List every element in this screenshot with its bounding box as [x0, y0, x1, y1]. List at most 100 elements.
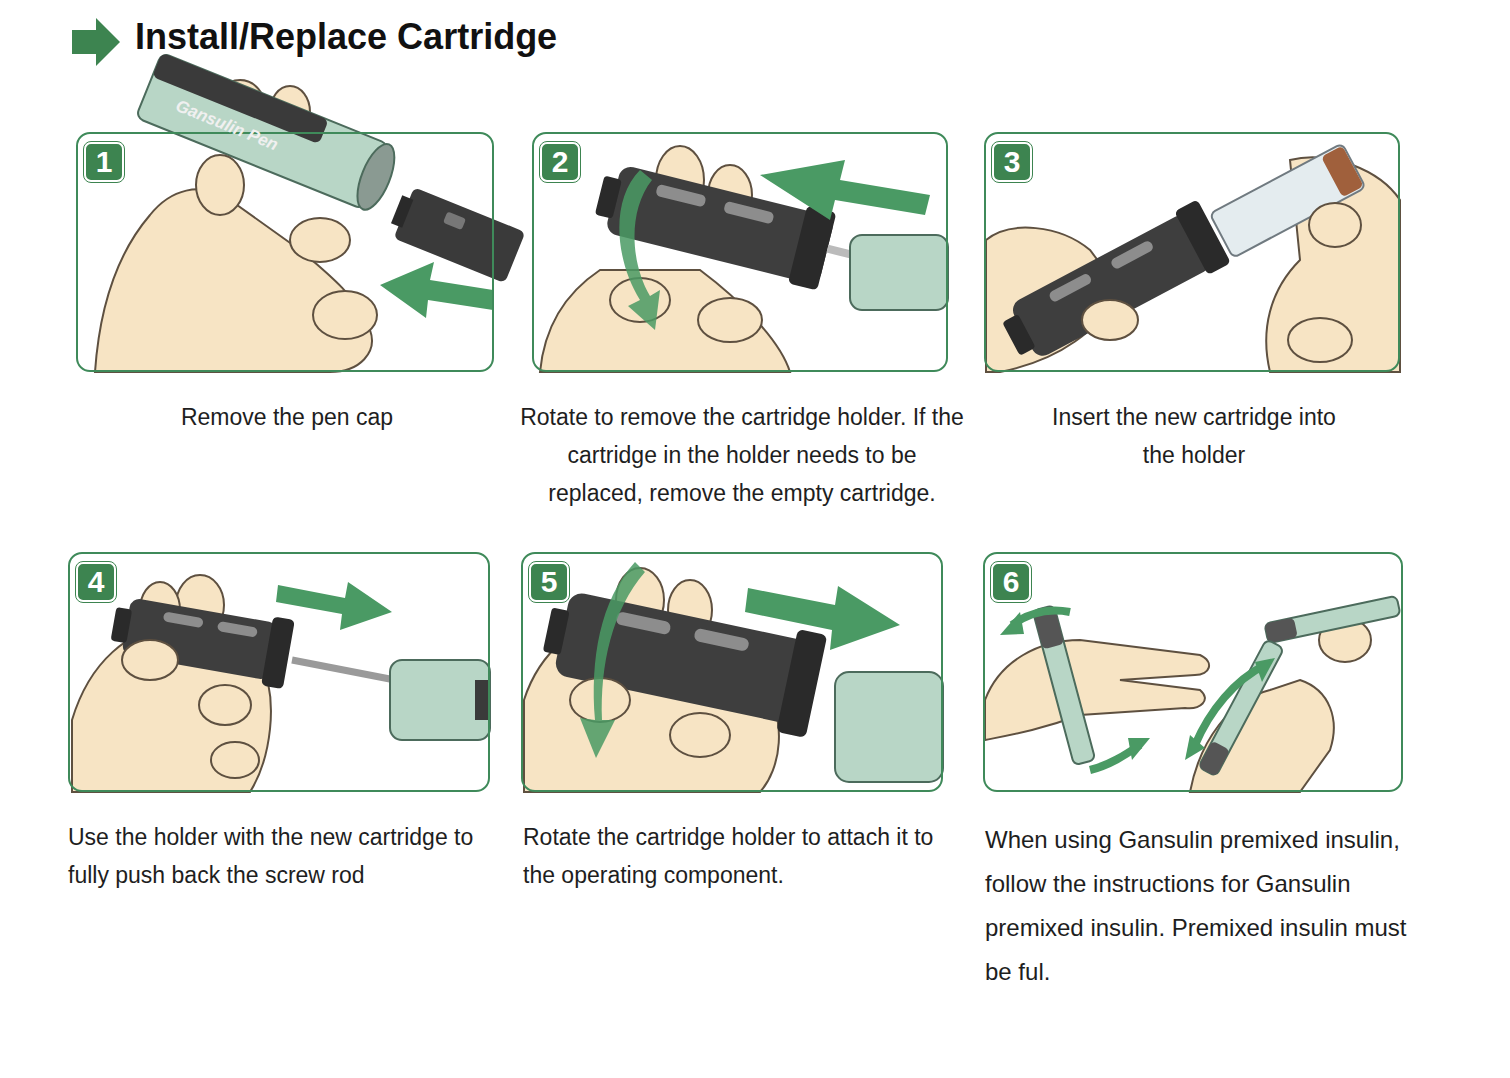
arrow-part [745, 586, 900, 650]
step-panel: 4Use the holder with the new cartridge t… [68, 552, 490, 792]
insulin-cartridge [1210, 143, 1366, 258]
insulin-pen-part-part [1198, 639, 1284, 776]
insulin-cartridge-part [1210, 143, 1366, 258]
hand-part [670, 713, 730, 757]
step-panel: 5Rotate the cartridge holder to attach i… [521, 552, 943, 792]
hand-part [199, 685, 251, 725]
diagram-title: Install/Replace Cartridge [135, 16, 557, 58]
cartridge-holder-part [261, 616, 295, 689]
arrow [1012, 611, 1265, 770]
arrowhead-part [1000, 612, 1024, 635]
arrowhead [1000, 612, 1275, 760]
insulin-pen-part [1264, 596, 1400, 644]
title-arrow [72, 18, 120, 66]
step-number: 6 [991, 562, 1031, 602]
pen-body [386, 184, 525, 283]
insulin-pen-part-part [1033, 605, 1096, 765]
cartridge-holder-part [655, 184, 706, 208]
pen-body-part [394, 187, 526, 283]
step-number: 2 [540, 142, 580, 182]
hand-part [540, 270, 790, 372]
hand [1082, 203, 1361, 362]
hand-part [95, 189, 372, 372]
insulin-pen-part-part [1198, 741, 1230, 777]
step-caption: Insert the new cartridge into the holder [1036, 398, 1352, 474]
hand-part [290, 218, 350, 262]
step-panel: 6When using Gansulin premixed insulin, f… [983, 552, 1403, 792]
arrow-part [1195, 665, 1265, 745]
step-caption: Rotate to remove the cartridge holder. I… [520, 398, 964, 512]
cartridge-holder-part [1110, 239, 1155, 270]
step-number: 3 [992, 142, 1032, 182]
screw-rod-part [292, 660, 395, 680]
hand [122, 640, 259, 778]
arrow [580, 562, 900, 758]
hand-part [1288, 318, 1352, 362]
arrow-part [760, 160, 930, 220]
cartridge-holder-part [615, 611, 672, 635]
screw-rod [292, 660, 395, 680]
step-caption: Use the holder with the new cartridge to… [68, 818, 498, 894]
insulin-pen-part [1198, 639, 1284, 776]
arrow-part [619, 170, 660, 330]
hand-part [122, 640, 178, 680]
cartridge-holder [107, 589, 294, 689]
step-number: 1 [84, 142, 124, 182]
step-panel: 1Remove the pen cap [76, 132, 494, 372]
operating-component-part [850, 235, 948, 310]
pen-cap-part [136, 53, 389, 210]
operating-component-part [835, 672, 943, 782]
title-arrow-part [72, 18, 120, 66]
hand-part [1082, 300, 1138, 340]
operating-component [390, 660, 490, 740]
hand [196, 155, 377, 339]
insulin-pen-part [1033, 605, 1096, 765]
cartridge-holder-part [723, 201, 774, 225]
pen-body-part [443, 211, 466, 230]
insulin-pen-part-part [1264, 617, 1298, 643]
arrow-part [276, 582, 392, 630]
arrowhead-part [1128, 738, 1150, 760]
arrow [380, 262, 493, 318]
hand-part [985, 640, 1209, 740]
pen-cap-part [350, 139, 402, 214]
arrow [276, 582, 392, 630]
arrow-part [380, 262, 493, 318]
cartridge-holder-part [776, 629, 827, 738]
operating-component [835, 672, 943, 782]
step-number: 4 [76, 562, 116, 602]
cartridge-holder-part [595, 176, 622, 219]
hand-part [1309, 203, 1361, 247]
step-panel: 2Rotate to remove the cartridge holder. … [532, 132, 948, 372]
cartridge-holder-part [1009, 211, 1215, 360]
insulin-pen [1033, 596, 1401, 777]
step-caption: Remove the pen cap [68, 398, 506, 436]
cartridge-holder-part [1002, 314, 1036, 356]
cartridge-holder-part [1048, 272, 1093, 303]
insulin-cartridge-part [1321, 146, 1364, 198]
operating-component-part [390, 660, 490, 740]
insulin-pen-part-part [1264, 596, 1400, 644]
arrowhead-part [1255, 658, 1275, 682]
cartridge-holder-part [543, 607, 570, 655]
operating-component [850, 235, 948, 310]
cartridge-holder-part [217, 621, 258, 638]
hand-part [211, 742, 259, 778]
hand-part [196, 155, 244, 215]
step-caption: When using Gansulin premixed insulin, fo… [985, 818, 1435, 994]
pen-body-part [391, 195, 413, 227]
cartridge-holder-part [111, 607, 133, 643]
step-caption: Rotate the cartridge holder to attach it… [523, 818, 953, 894]
hand-part [313, 291, 377, 339]
cartridge-holder-part [693, 628, 750, 652]
cartridge-holder [994, 199, 1231, 371]
arrow-part [580, 562, 645, 758]
step-number: 5 [529, 562, 569, 602]
operating-component-part [475, 680, 490, 720]
arrow [619, 160, 930, 330]
arrowhead-part [1185, 735, 1205, 760]
step-panel: 3Insert the new cartridge into the holde… [984, 132, 1400, 372]
cartridge-holder-part [121, 597, 279, 680]
hand-part [1190, 680, 1334, 792]
hand-part [698, 298, 762, 342]
